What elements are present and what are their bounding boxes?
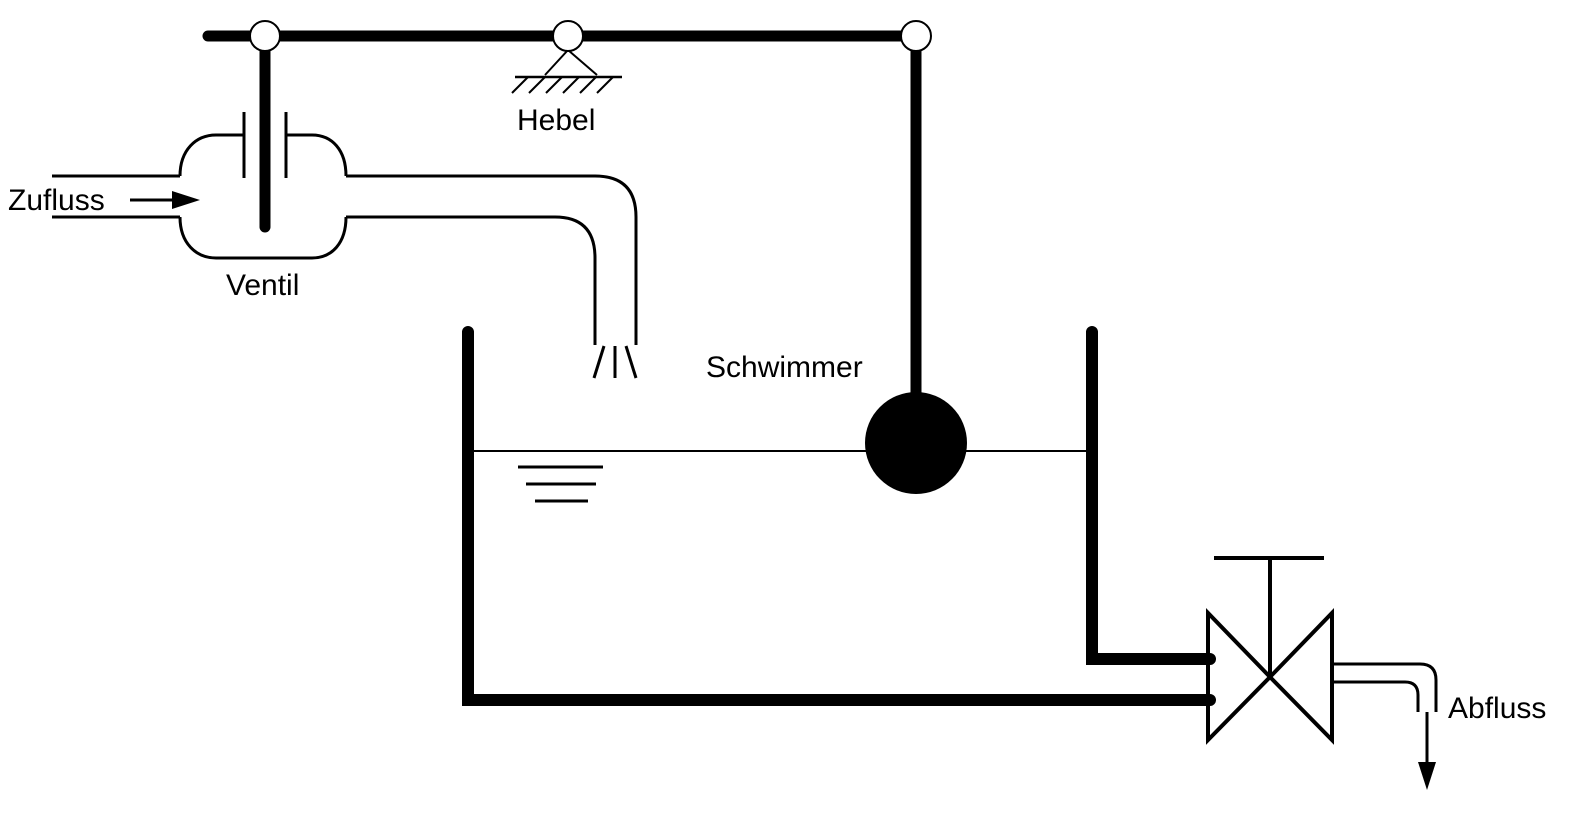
water-spray bbox=[592, 345, 638, 379]
label-inflow: Zufluss bbox=[8, 184, 105, 217]
lever-joint-pivot bbox=[552, 20, 584, 52]
label-float: Schwimmer bbox=[706, 351, 863, 384]
water-surface-symbol bbox=[518, 465, 603, 503]
lever-joint-valve bbox=[249, 20, 281, 52]
float-ball bbox=[865, 392, 967, 494]
outflow-arrow bbox=[1418, 712, 1436, 790]
tank-wall-right bbox=[1086, 326, 1216, 665]
lever-pivot-support bbox=[511, 48, 622, 94]
valve-outlet-pipe bbox=[346, 174, 638, 345]
drain-valve bbox=[1206, 556, 1334, 745]
tank-wall bbox=[462, 326, 1216, 706]
valve-body bbox=[178, 112, 348, 260]
lever-joint-float bbox=[900, 20, 932, 52]
inflow-arrow bbox=[130, 191, 200, 209]
inflow-pipe bbox=[52, 174, 180, 219]
label-lever: Hebel bbox=[517, 104, 595, 137]
label-outflow: Abfluss bbox=[1448, 692, 1546, 725]
drain-outlet-pipe bbox=[1334, 662, 1438, 712]
label-valve: Ventil bbox=[226, 269, 299, 302]
